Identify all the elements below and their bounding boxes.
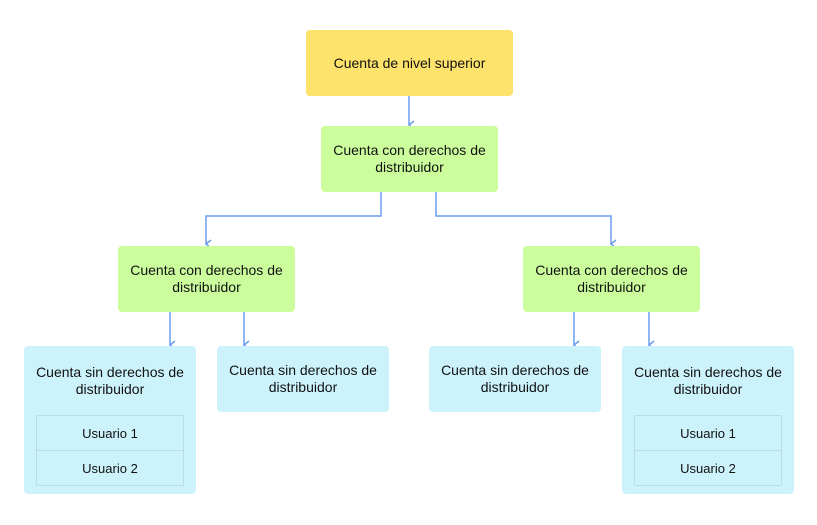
top-account-node: Cuenta de nivel superior [306,30,513,96]
connector-level1-to-right [435,192,617,249]
non-distributor-account-node-1: Cuenta sin derechos de distribuidor Usua… [24,346,196,494]
distributor-account-label: Cuenta con derechos de distribuidor [333,142,486,175]
top-account-label: Cuenta de nivel superior [333,54,486,71]
non-distributor-account-node-2: Cuenta sin derechos de distribuidor [217,346,389,412]
connector-level1-to-left [204,192,382,249]
non-distributor-account-node-4: Cuenta sin derechos de distribuidor Usua… [622,346,794,494]
user-row: Usuario 1 [680,425,736,441]
user-row: Usuario 2 [37,450,183,485]
user-row: Usuario 2 [635,450,781,485]
non-distributor-account-label: Cuenta sin derechos de distribuidor [36,364,184,397]
non-distributor-account-label: Cuenta sin derechos de distribuidor [229,362,377,395]
user-row: Usuario 1 [82,425,138,441]
distributor-account-label: Cuenta con derechos de distribuidor [535,262,688,295]
user-list: Usuario 1 Usuario 2 [36,415,184,486]
user-list: Usuario 1 Usuario 2 [634,415,782,486]
non-distributor-account-label: Cuenta sin derechos de distribuidor [441,362,589,395]
distributor-account-node-level1: Cuenta con derechos de distribuidor [321,126,498,192]
non-distributor-account-node-3: Cuenta sin derechos de distribuidor [429,346,601,412]
distributor-account-node-left: Cuenta con derechos de distribuidor [118,246,295,312]
distributor-account-label: Cuenta con derechos de distribuidor [130,262,283,295]
distributor-account-node-right: Cuenta con derechos de distribuidor [523,246,700,312]
non-distributor-account-label: Cuenta sin derechos de distribuidor [634,364,782,397]
